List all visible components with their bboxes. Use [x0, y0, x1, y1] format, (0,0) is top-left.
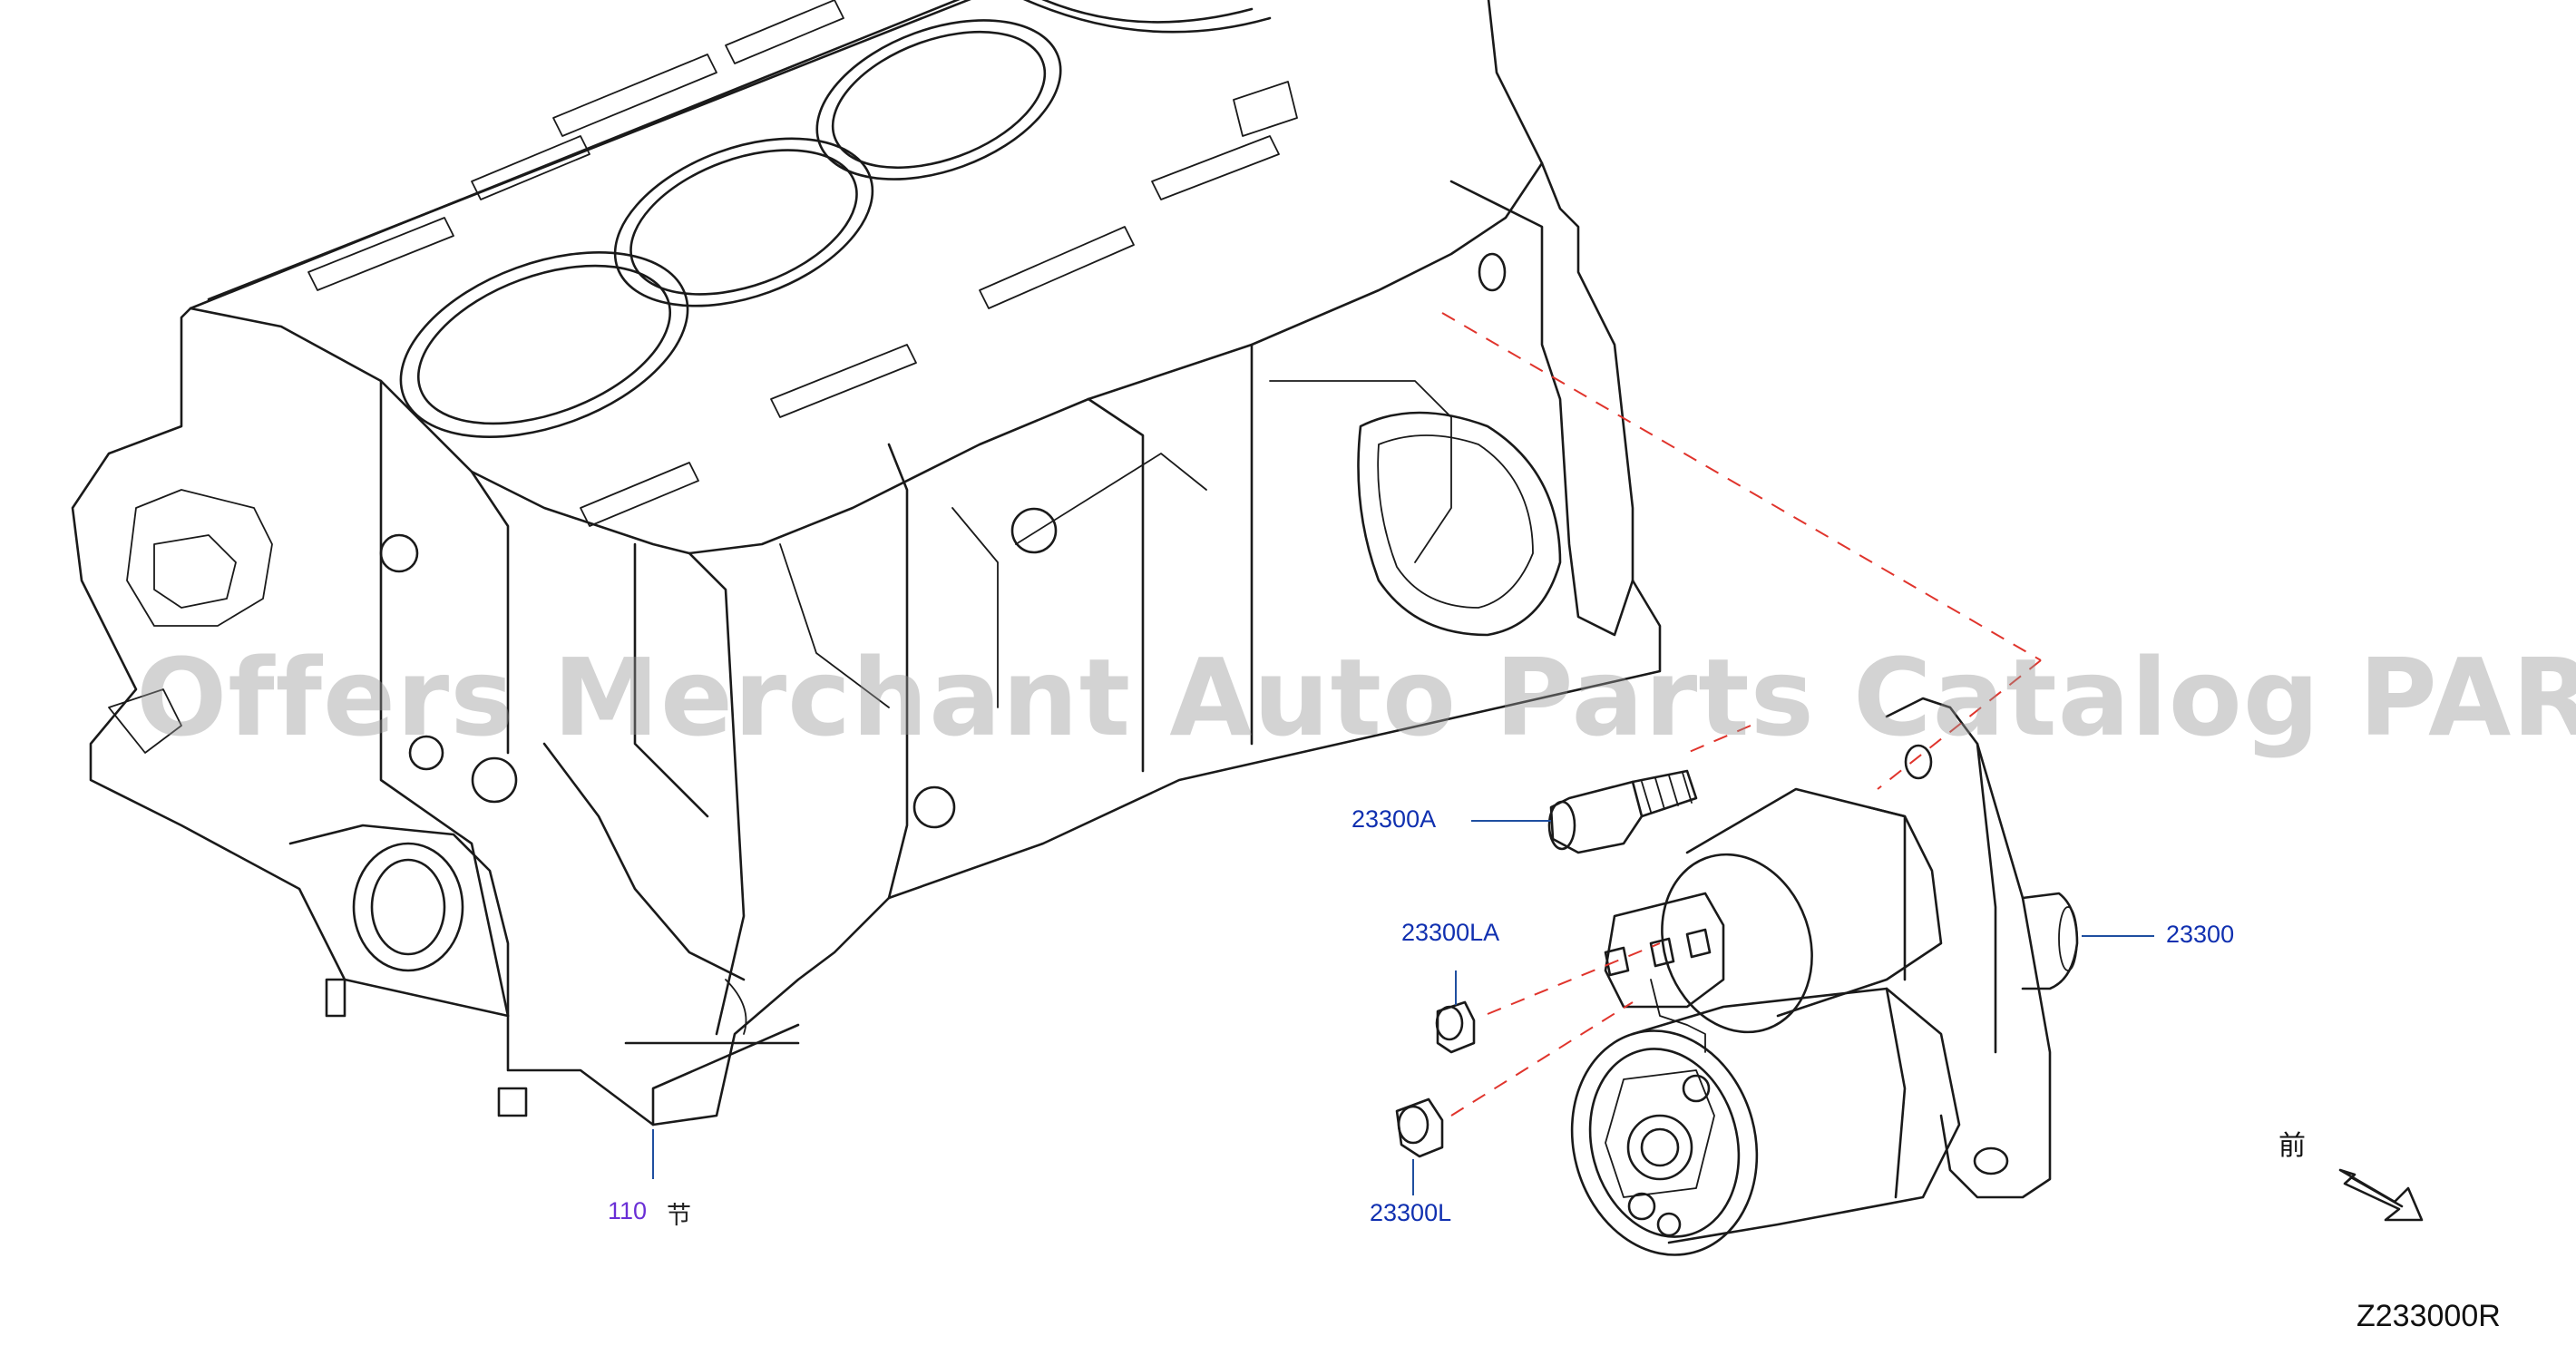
- callout-110[interactable]: 110: [608, 1197, 648, 1224]
- callout-23300[interactable]: 23300: [2166, 921, 2235, 948]
- direction-arrow-icon: [2338, 1168, 2424, 1222]
- watermark: Offers Merchant Auto Parts Catalog PARTS…: [136, 635, 2576, 760]
- callout-23300a[interactable]: 23300A: [1351, 805, 1437, 833]
- nut-23300l-illustration: [1395, 1097, 1444, 1158]
- callout-23300la[interactable]: 23300LA: [1401, 919, 1500, 946]
- diagram-code: Z233000R: [2356, 1299, 2501, 1333]
- callout-leader-lines: [652, 820, 2154, 1195]
- front-direction-label: 前: [2278, 1130, 2306, 1162]
- bolt-23300a-illustration: [1547, 769, 1698, 854]
- starter-motor-illustration: [1570, 697, 2079, 1256]
- nut-23300la-illustration: [1435, 1000, 1476, 1054]
- callout-110-suffix: 节: [667, 1202, 691, 1230]
- callout-23300l[interactable]: 23300L: [1370, 1199, 1452, 1226]
- assembly-guide-lines: [1441, 312, 2042, 1117]
- engine-block-illustration: [71, 0, 1662, 1127]
